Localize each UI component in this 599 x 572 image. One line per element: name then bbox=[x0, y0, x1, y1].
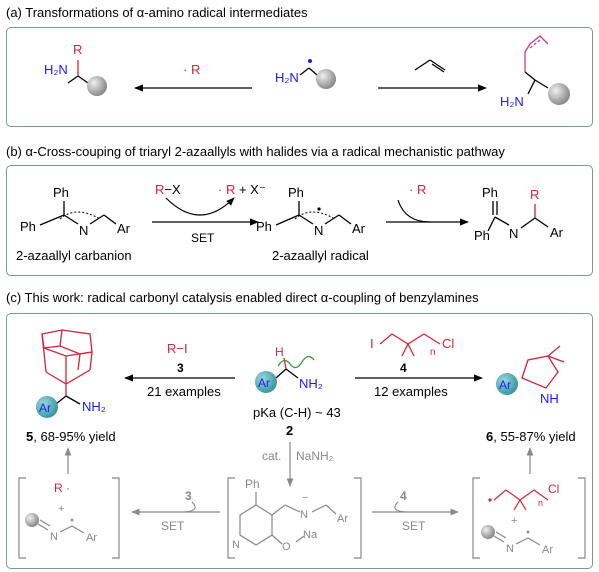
panel-a-center-radical: H₂N bbox=[275, 59, 336, 89]
svg-text:H: H bbox=[275, 345, 284, 359]
svg-text:Ar: Ar bbox=[337, 513, 348, 525]
product-5-adamantyl-amine: Ar NH₂ 5, 68-95% yield bbox=[26, 329, 116, 444]
svg-text:Ar: Ar bbox=[352, 221, 366, 236]
svg-text:NH₂: NH₂ bbox=[82, 399, 106, 414]
substituent-ball bbox=[316, 69, 336, 89]
left-examples: 21 examples bbox=[147, 384, 221, 399]
r-group-label: R bbox=[73, 42, 82, 57]
svg-text:Ph: Ph bbox=[482, 185, 498, 200]
svg-text:Ar: Ar bbox=[258, 376, 270, 390]
radical-pair-right: n Cl + N Ar bbox=[472, 477, 586, 559]
substrate-2-label: 2 bbox=[286, 423, 293, 438]
svg-text:Ph: Ph bbox=[288, 185, 304, 200]
substrate-2-benzylamine: H Ar NH₂ pKa (C-H) ~ 43 2 bbox=[253, 345, 341, 438]
radical-reagent: · R bbox=[183, 62, 200, 77]
svg-text:N: N bbox=[50, 531, 58, 543]
panel-c bbox=[6, 313, 593, 569]
panel-a-left-product: H₂N R bbox=[44, 42, 107, 96]
svg-text:Ph: Ph bbox=[53, 185, 69, 200]
svg-text:NH: NH bbox=[540, 391, 559, 406]
radical-halide-products: · R + X⁻ bbox=[218, 182, 266, 197]
carbanion-label: 2-azaallyl carbanion bbox=[16, 248, 132, 263]
curved-arrow-radical-coupling bbox=[397, 199, 431, 223]
amine-label: H₂N bbox=[500, 94, 524, 109]
ketyl-intermediate-bracket: Ph N N − Ar O Na bbox=[227, 477, 362, 559]
pka-label: pKa (C-H) ~ 43 bbox=[253, 405, 341, 420]
amine-label: H₂N bbox=[275, 70, 299, 85]
substituent-ball bbox=[87, 76, 107, 96]
svg-text:Ar: Ar bbox=[542, 544, 553, 556]
svg-text:Ar: Ar bbox=[86, 532, 97, 544]
svg-text:Cl: Cl bbox=[442, 336, 454, 351]
svg-text:n: n bbox=[538, 498, 543, 508]
product-5-label: 5, 68-95% yield bbox=[26, 429, 116, 444]
halide-reagent: R−X bbox=[155, 182, 181, 197]
panel-a-right-product: H₂N bbox=[500, 35, 570, 109]
svg-text:I: I bbox=[370, 336, 374, 351]
product-6-label: 6, 55-87% yield bbox=[486, 429, 576, 444]
set-label-left: SET bbox=[161, 519, 185, 533]
svg-text:Ar: Ar bbox=[39, 401, 51, 415]
base-label: NaNH₂ bbox=[296, 449, 334, 463]
bond-cleavage-squiggle bbox=[277, 355, 315, 369]
svg-text:−: − bbox=[302, 492, 308, 504]
svg-text:Ph: Ph bbox=[474, 228, 490, 243]
svg-text:Ph: Ph bbox=[256, 219, 272, 234]
panel-a bbox=[6, 27, 593, 127]
svg-text:Ph: Ph bbox=[20, 219, 36, 234]
substituent-ball bbox=[548, 83, 570, 105]
amine-label: H₂N bbox=[44, 62, 68, 77]
azaallyl-radical: Ph Ph N Ar 2-azaallyl radical bbox=[256, 185, 369, 263]
svg-text:N: N bbox=[300, 509, 308, 521]
svg-text:N: N bbox=[79, 223, 88, 238]
svg-text:N: N bbox=[314, 223, 323, 238]
panel-b bbox=[6, 165, 593, 276]
coupled-product-b: Ph Ph N R Ar bbox=[474, 185, 564, 243]
curved-arrow-electron-transfer bbox=[165, 197, 235, 216]
cat-label: cat. bbox=[262, 449, 281, 463]
set-label: SET bbox=[191, 231, 215, 245]
dihalide-reagent-4: I n Cl 4 bbox=[370, 333, 454, 375]
svg-text:n: n bbox=[430, 347, 436, 358]
radical-label: 2-azaallyl radical bbox=[272, 248, 369, 263]
svg-text:N: N bbox=[509, 226, 518, 241]
reagent-3-label: 3 bbox=[177, 361, 184, 375]
svg-text:NH₂: NH₂ bbox=[299, 376, 323, 391]
set-label-right: SET bbox=[402, 519, 426, 533]
svg-text:Ar: Ar bbox=[499, 378, 511, 392]
azaallyl-carbanion: Ph Ph N Ar 2-azaallyl carbanion bbox=[16, 185, 132, 263]
radical-pair-left: R · + N Ar bbox=[18, 477, 120, 559]
svg-text:Cl: Cl bbox=[548, 482, 559, 496]
svg-text:4: 4 bbox=[400, 361, 407, 375]
svg-text:Na: Na bbox=[303, 529, 318, 541]
svg-text:N: N bbox=[232, 539, 240, 551]
svg-text:R: R bbox=[530, 187, 539, 202]
svg-text:+: + bbox=[58, 503, 64, 515]
heading-c: (c) This work: radical carbonyl catalysi… bbox=[6, 290, 479, 305]
alkene-reagent bbox=[414, 59, 446, 73]
product-6-pyrrolidine: Ar NH 6, 55-87% yield bbox=[486, 345, 576, 444]
right-examples: 12 examples bbox=[374, 384, 448, 399]
svg-text:4: 4 bbox=[400, 489, 407, 503]
svg-text:3: 3 bbox=[185, 489, 192, 503]
svg-text:O: O bbox=[282, 541, 291, 553]
svg-text:+: + bbox=[511, 515, 517, 527]
radical-reagent: · R bbox=[409, 182, 426, 197]
svg-text:N: N bbox=[506, 543, 514, 555]
svg-text:R ·: R · bbox=[54, 481, 70, 495]
svg-text:Ph: Ph bbox=[245, 477, 260, 491]
heading-b: (b) α-Cross-couping of triaryl 2-azaally… bbox=[6, 144, 505, 159]
iodide-reagent: R−I bbox=[167, 341, 188, 356]
heading-a: (a) Transformations of α-amino radical i… bbox=[6, 5, 308, 20]
svg-text:Ar: Ar bbox=[550, 225, 564, 240]
svg-text:Ar: Ar bbox=[117, 221, 131, 236]
radical-dot bbox=[308, 59, 312, 63]
